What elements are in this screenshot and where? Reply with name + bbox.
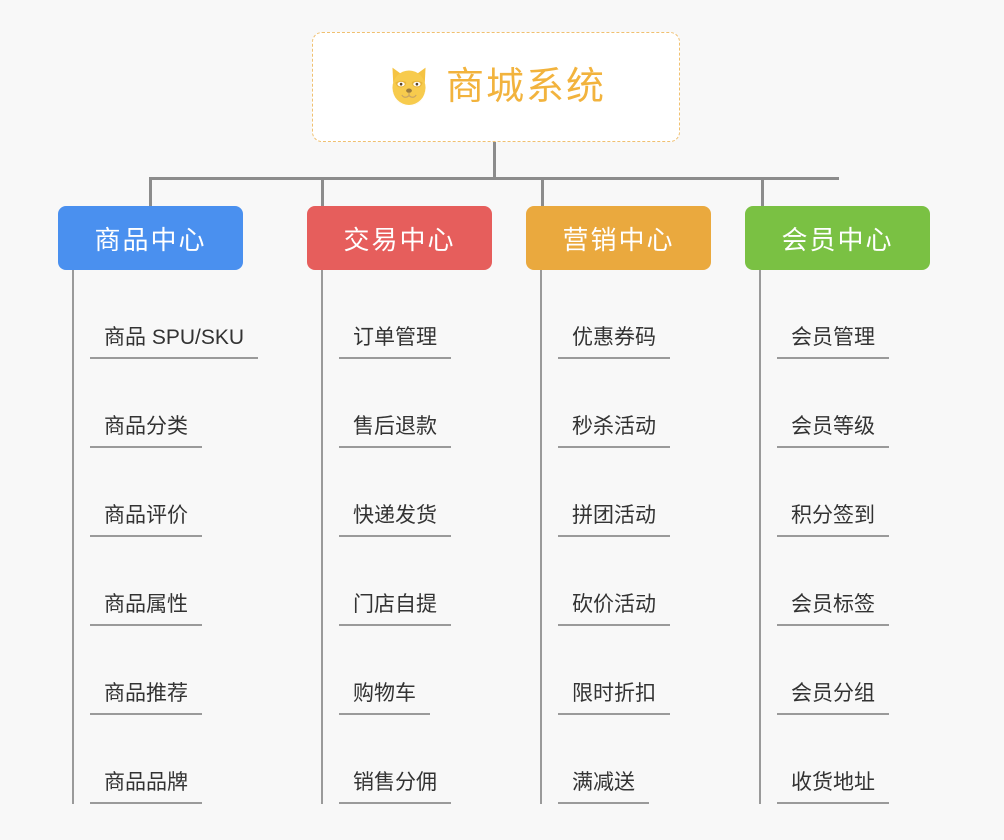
category-header-member[interactable]: 会员中心 bbox=[745, 206, 930, 270]
list-item[interactable]: 门店自提 bbox=[339, 537, 607, 626]
branch-column-product: 商品中心 商品 SPU/SKU 商品分类 商品评价 商品属性 商品推荐 商品品牌 bbox=[58, 206, 388, 804]
leaf-label: 订单管理 bbox=[339, 327, 451, 359]
connector-drop-marketing bbox=[541, 177, 544, 207]
leaf-label: 优惠券码 bbox=[558, 327, 670, 359]
leaf-label: 会员等级 bbox=[777, 416, 889, 448]
leaf-label: 积分签到 bbox=[777, 505, 889, 537]
leaf-label: 收货地址 bbox=[777, 772, 889, 804]
list-item[interactable]: 收货地址 bbox=[777, 715, 1004, 804]
connector-root-stem bbox=[493, 142, 496, 179]
list-item[interactable]: 商品评价 bbox=[90, 448, 388, 537]
leaf-list-product: 商品 SPU/SKU 商品分类 商品评价 商品属性 商品推荐 商品品牌 bbox=[72, 270, 388, 804]
leaf-label: 秒杀活动 bbox=[558, 416, 670, 448]
list-item[interactable]: 售后退款 bbox=[339, 359, 607, 448]
list-item[interactable]: 商品分类 bbox=[90, 359, 388, 448]
list-item[interactable]: 限时折扣 bbox=[558, 626, 826, 715]
connector-drop-product bbox=[149, 177, 152, 207]
leaf-label: 售后退款 bbox=[339, 416, 451, 448]
list-item[interactable]: 会员管理 bbox=[777, 270, 1004, 359]
list-item[interactable]: 拼团活动 bbox=[558, 448, 826, 537]
leaf-list-member: 会员管理 会员等级 积分签到 会员标签 会员分组 收货地址 bbox=[759, 270, 1004, 804]
leaf-label: 商品品牌 bbox=[90, 772, 202, 804]
list-item[interactable]: 积分签到 bbox=[777, 448, 1004, 537]
leaf-label: 购物车 bbox=[339, 683, 430, 715]
leaf-label: 商品推荐 bbox=[90, 683, 202, 715]
root-node-title: 商城系统 bbox=[445, 66, 606, 108]
list-item[interactable]: 满减送 bbox=[558, 715, 826, 804]
leaf-label: 限时折扣 bbox=[558, 683, 670, 715]
list-item[interactable]: 砍价活动 bbox=[558, 537, 826, 626]
leaf-list-marketing: 优惠券码 秒杀活动 拼团活动 砍价活动 限时折扣 满减送 bbox=[540, 270, 826, 804]
list-item[interactable]: 会员标签 bbox=[777, 537, 1004, 626]
list-item[interactable]: 快递发货 bbox=[339, 448, 607, 537]
category-header-product[interactable]: 商品中心 bbox=[58, 206, 243, 270]
list-item[interactable]: 订单管理 bbox=[339, 270, 607, 359]
connector-horizontal-bar bbox=[149, 177, 839, 180]
leaf-label: 销售分佣 bbox=[339, 772, 451, 804]
branch-column-marketing: 营销中心 优惠券码 秒杀活动 拼团活动 砍价活动 限时折扣 满减送 bbox=[526, 206, 826, 804]
category-header-trade[interactable]: 交易中心 bbox=[307, 206, 492, 270]
category-header-marketing[interactable]: 营销中心 bbox=[526, 206, 711, 270]
list-item[interactable]: 会员等级 bbox=[777, 359, 1004, 448]
list-item[interactable]: 销售分佣 bbox=[339, 715, 607, 804]
list-item[interactable]: 会员分组 bbox=[777, 626, 1004, 715]
leaf-label: 商品分类 bbox=[90, 416, 202, 448]
leaf-label: 会员标签 bbox=[777, 594, 889, 626]
list-item[interactable]: 商品推荐 bbox=[90, 626, 388, 715]
shiba-dog-face-icon bbox=[386, 64, 432, 110]
root-node-mall-system[interactable]: 商城系统 bbox=[312, 32, 680, 142]
list-item[interactable]: 购物车 bbox=[339, 626, 607, 715]
leaf-label: 门店自提 bbox=[339, 594, 451, 626]
leaf-label: 商品属性 bbox=[90, 594, 202, 626]
leaf-label: 会员管理 bbox=[777, 327, 889, 359]
leaf-label: 商品 SPU/SKU bbox=[90, 327, 259, 359]
leaf-list-trade: 订单管理 售后退款 快递发货 门店自提 购物车 销售分佣 bbox=[321, 270, 607, 804]
list-item[interactable]: 商品品牌 bbox=[90, 715, 388, 804]
connector-drop-trade bbox=[321, 177, 324, 207]
leaf-label: 砍价活动 bbox=[558, 594, 670, 626]
connector-drop-member bbox=[761, 177, 764, 207]
leaf-label: 满减送 bbox=[558, 772, 649, 804]
branch-column-trade: 交易中心 订单管理 售后退款 快递发货 门店自提 购物车 销售分佣 bbox=[307, 206, 607, 804]
list-item[interactable]: 优惠券码 bbox=[558, 270, 826, 359]
list-item[interactable]: 商品 SPU/SKU bbox=[90, 270, 388, 359]
leaf-label: 拼团活动 bbox=[558, 505, 670, 537]
list-item[interactable]: 秒杀活动 bbox=[558, 359, 826, 448]
list-item[interactable]: 商品属性 bbox=[90, 537, 388, 626]
leaf-label: 快递发货 bbox=[339, 505, 451, 537]
leaf-label: 会员分组 bbox=[777, 683, 889, 715]
branch-column-member: 会员中心 会员管理 会员等级 积分签到 会员标签 会员分组 收货地址 bbox=[745, 206, 1004, 804]
leaf-label: 商品评价 bbox=[90, 505, 202, 537]
